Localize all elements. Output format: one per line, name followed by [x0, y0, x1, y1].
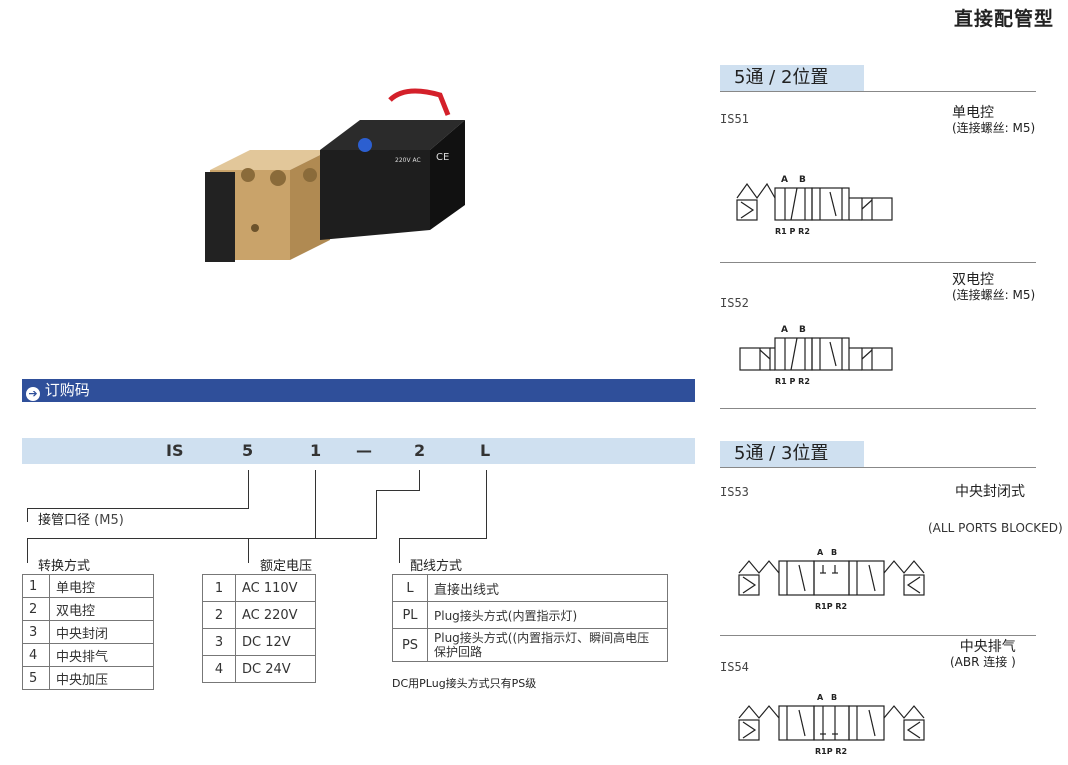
wiring-note: DC用PLug接头方式只有PS级: [392, 677, 537, 690]
connector-line: [27, 508, 28, 522]
is54-desc: 中央排气 (ABR 连接 ): [950, 639, 1016, 670]
code-wiring: L: [480, 441, 491, 460]
model-is53: IS53: [720, 485, 749, 499]
connector-line: [27, 508, 249, 509]
is51-desc: 单电控 (连接螺丝: M5): [952, 105, 1036, 136]
order-code-heading: ➔ 订购码: [26, 380, 90, 401]
svg-text:A: A: [817, 693, 824, 702]
divider: [720, 262, 1036, 263]
svg-text:A: A: [781, 175, 788, 185]
divider: [720, 91, 1036, 92]
voltage-label: 220V AC: [395, 157, 421, 164]
order-code-bar: [22, 379, 695, 402]
connector-line: [399, 538, 400, 563]
page-title: 直接配管型: [953, 8, 1054, 30]
ce-mark: CE: [436, 152, 449, 163]
is52-valve-symbol: A B R1 P R2: [739, 325, 893, 386]
arrow-circle-icon: ➔: [26, 387, 40, 401]
connector-line: [315, 470, 316, 538]
connector-line: [27, 538, 316, 539]
connector-line: [376, 490, 377, 538]
svg-text:R1 P R2: R1 P R2: [775, 377, 810, 386]
svg-text:R1P R2: R1P R2: [815, 747, 847, 756]
model-is52: IS52: [720, 296, 749, 310]
svg-text:R1 P R2: R1 P R2: [775, 227, 810, 236]
order-code-label: 订购码: [44, 381, 90, 399]
divider: [720, 467, 1036, 468]
svg-text:B: B: [799, 325, 806, 335]
svg-text:B: B: [799, 175, 806, 185]
model-is54: IS54: [720, 660, 749, 674]
is51-valve-symbol: A B R1 P R2: [736, 175, 893, 236]
section-5-3-title: 5通 / 3位置: [720, 441, 864, 467]
connector-line: [419, 470, 420, 490]
code-voltage: 2: [414, 441, 426, 460]
svg-text:A: A: [817, 548, 824, 557]
valve-product-image: 220V AC CE: [205, 88, 465, 262]
connector-line: [376, 490, 420, 491]
model-is51: IS51: [720, 112, 749, 126]
divider: [720, 635, 1036, 636]
svg-text:B: B: [831, 693, 837, 702]
is53-sub: (ALL PORTS BLOCKED): [928, 521, 1063, 535]
code-ports: 5: [242, 441, 254, 460]
port-size-label: 接管口径 (M5): [38, 513, 124, 528]
is53-valve-symbol: A B R1P R2: [738, 548, 925, 611]
connector-line: [248, 538, 249, 563]
wiring-method-label: 配线方式: [410, 559, 463, 574]
section-5-2-title: 5通 / 2位置: [720, 65, 864, 91]
svg-text:A: A: [781, 325, 788, 335]
svg-text:R1P R2: R1P R2: [815, 602, 847, 611]
code-dash: —: [356, 441, 372, 460]
divider: [720, 408, 1036, 409]
is54-valve-symbol: A B R1P R2: [738, 693, 925, 756]
connector-line: [27, 538, 28, 563]
svg-text:B: B: [831, 548, 837, 557]
is52-desc: 双电控 (连接螺丝: M5): [952, 272, 1036, 303]
code-series: IS: [166, 441, 184, 460]
is53-desc: 中央封闭式: [955, 484, 1025, 500]
connector-line: [486, 470, 487, 538]
connector-line: [399, 538, 487, 539]
connector-line: [248, 538, 377, 539]
rated-voltage-label: 额定电压: [260, 559, 313, 574]
connector-line: [248, 470, 249, 508]
code-switching: 1: [310, 441, 322, 460]
switching-method-label: 转换方式: [38, 559, 91, 574]
model-code-bar: [22, 438, 695, 464]
